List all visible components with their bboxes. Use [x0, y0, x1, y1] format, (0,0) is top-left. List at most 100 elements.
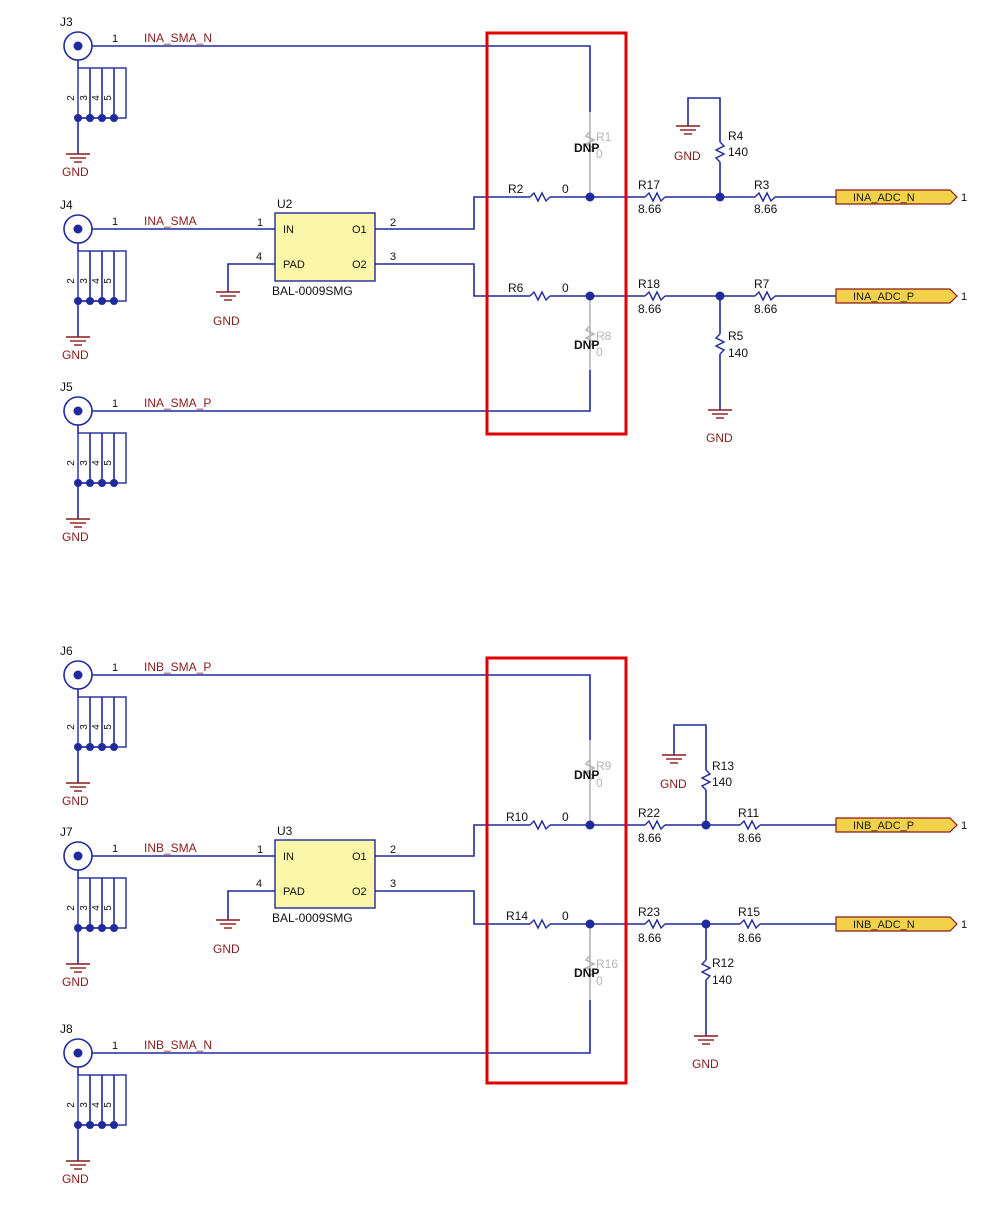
resistor-ref: R3	[754, 178, 770, 192]
dnp-resistor-ref: R1	[596, 130, 612, 144]
balun-pin-num: 3	[390, 878, 396, 890]
balun-part: BAL-0009SMG	[272, 911, 353, 925]
resistor-value: 8.66	[754, 202, 778, 216]
dnp-resistor-value: 0	[596, 345, 603, 359]
balun-pin-o1: O1	[352, 851, 367, 863]
connector-j4: J4 1 INA_SMA GND	[60, 198, 239, 362]
balun-u3: U3 BAL-0009SMG 1 IN 4 PAD O1 2 O2 3	[256, 824, 396, 925]
balun-pin-o1: O1	[352, 224, 367, 236]
balun-pin-num: 3	[390, 251, 396, 263]
balun-pin-num: 1	[257, 844, 263, 856]
resistor-ref: R14	[506, 909, 528, 923]
connector-pin: 1	[112, 662, 118, 674]
connector-j6: J6 1 INB_SMA_P GND	[60, 644, 239, 808]
resistor-value: 0	[562, 281, 569, 295]
dnp-resistor-ref: R8	[596, 329, 612, 343]
gnd-label: GND	[213, 942, 240, 956]
bottom-section: J6 1 INB_SMA_P GND J7 1 INB_SMA GND J8 1…	[60, 644, 967, 1186]
resistor-ref: R23	[638, 905, 660, 919]
gnd-label: GND	[692, 1057, 719, 1071]
port-name: INA_ADC_N	[853, 192, 915, 204]
balun-pin-o2: O2	[352, 886, 367, 898]
resistor-ref: R6	[508, 281, 524, 295]
balun-pin-pad: PAD	[283, 259, 305, 271]
resistor-ref: R11	[738, 806, 759, 820]
connector-ref: J6	[60, 644, 73, 658]
gnd-label: GND	[213, 314, 240, 328]
resistor-ref: R2	[508, 182, 524, 196]
resistor-ref: R12	[712, 956, 734, 970]
resistor-ref: R4	[728, 129, 744, 143]
balun-pin-num: 4	[256, 878, 262, 890]
connector-pin: 1	[112, 216, 118, 228]
dnp-resistor-value: 0	[596, 974, 603, 988]
connector-ref: J8	[60, 1022, 73, 1036]
resistor-ref: R10	[506, 810, 528, 824]
dnp-label: DNP	[574, 768, 599, 782]
resistor-value: 8.66	[638, 831, 662, 845]
resistor-value: 140	[712, 775, 732, 789]
gnd-label: GND	[62, 530, 89, 544]
connector-ref: J4	[60, 198, 73, 212]
resistor-value: 0	[562, 909, 569, 923]
resistor-value: 8.66	[638, 202, 662, 216]
connector-pin: 1	[112, 33, 118, 45]
connector-pin: 1	[112, 1040, 118, 1052]
net-label: INA_SMA_P	[144, 396, 211, 410]
connector-j8: J8 1 INB_SMA_N GND	[60, 1022, 239, 1186]
balun-pin-num: 4	[256, 251, 262, 263]
resistor-ref: R7	[754, 277, 770, 291]
dnp-resistor-value: 0	[596, 776, 603, 790]
resistor-ref: R13	[712, 759, 734, 773]
resistor-value: 140	[728, 145, 748, 159]
resistor-value: 0	[562, 810, 569, 824]
port-inb-adc-n: INB_ADC_N 1	[835, 916, 967, 932]
resistor-value: 0	[562, 182, 569, 196]
resistor-value: 140	[728, 346, 748, 360]
connector-pin: 1	[112, 843, 118, 855]
port-pin: 1	[961, 820, 967, 832]
resistor-value: 8.66	[738, 831, 762, 845]
connector-ref: J3	[60, 15, 73, 29]
connector-ref: J5	[60, 380, 73, 394]
gnd-label: GND	[62, 794, 89, 808]
gnd-label: GND	[62, 1172, 89, 1186]
resistor-ref: R22	[638, 806, 660, 820]
connector-pin: 1	[112, 398, 118, 410]
net-label: INB_SMA_N	[144, 1038, 212, 1052]
port-name: INB_ADC_N	[853, 919, 915, 931]
net-label: INB_SMA_P	[144, 660, 211, 674]
net-label: INB_SMA	[144, 841, 197, 855]
port-name: INB_ADC_P	[853, 820, 914, 832]
dnp-label: DNP	[574, 338, 599, 352]
dnp-resistor-ref: R9	[596, 759, 612, 773]
port-ina-adc-p: INA_ADC_P 1	[835, 288, 967, 304]
gnd-label: GND	[62, 348, 89, 362]
resistor-value: 8.66	[754, 302, 778, 316]
dnp-resistor-ref: R16	[596, 957, 618, 971]
port-pin: 1	[961, 919, 967, 931]
balun-pin-num: 1	[257, 217, 263, 229]
balun-pin-in: IN	[283, 224, 294, 236]
connector-j3: J3 1 INA_SMA_N GND	[60, 15, 239, 179]
resistor-ref: R17	[638, 178, 660, 192]
resistor-ref: R15	[738, 905, 760, 919]
balun-pin-in: IN	[283, 851, 294, 863]
dnp-resistor-value: 0	[596, 147, 603, 161]
balun-part: BAL-0009SMG	[272, 284, 353, 298]
gnd-label: GND	[62, 165, 89, 179]
connector-j5: J5 1 INA_SMA_P GND	[60, 380, 239, 544]
connector-j7: J7 1 INB_SMA GND	[60, 825, 239, 989]
resistor-ref: R5	[728, 329, 744, 343]
gnd-label: GND	[674, 149, 701, 163]
resistor-value: 8.66	[738, 931, 762, 945]
net-label: INA_SMA_N	[144, 31, 212, 45]
net-label: INA_SMA	[144, 214, 197, 228]
balun-pin-o2: O2	[352, 259, 367, 271]
balun-pin-num: 2	[390, 217, 396, 229]
highlight-box	[485, 31, 628, 436]
resistor-value: 8.66	[638, 302, 662, 316]
balun-ref: U2	[277, 197, 293, 211]
top-section: J3 1 INA_SMA_N GND J4 1 INA_SMA GND J5 1…	[60, 15, 967, 544]
